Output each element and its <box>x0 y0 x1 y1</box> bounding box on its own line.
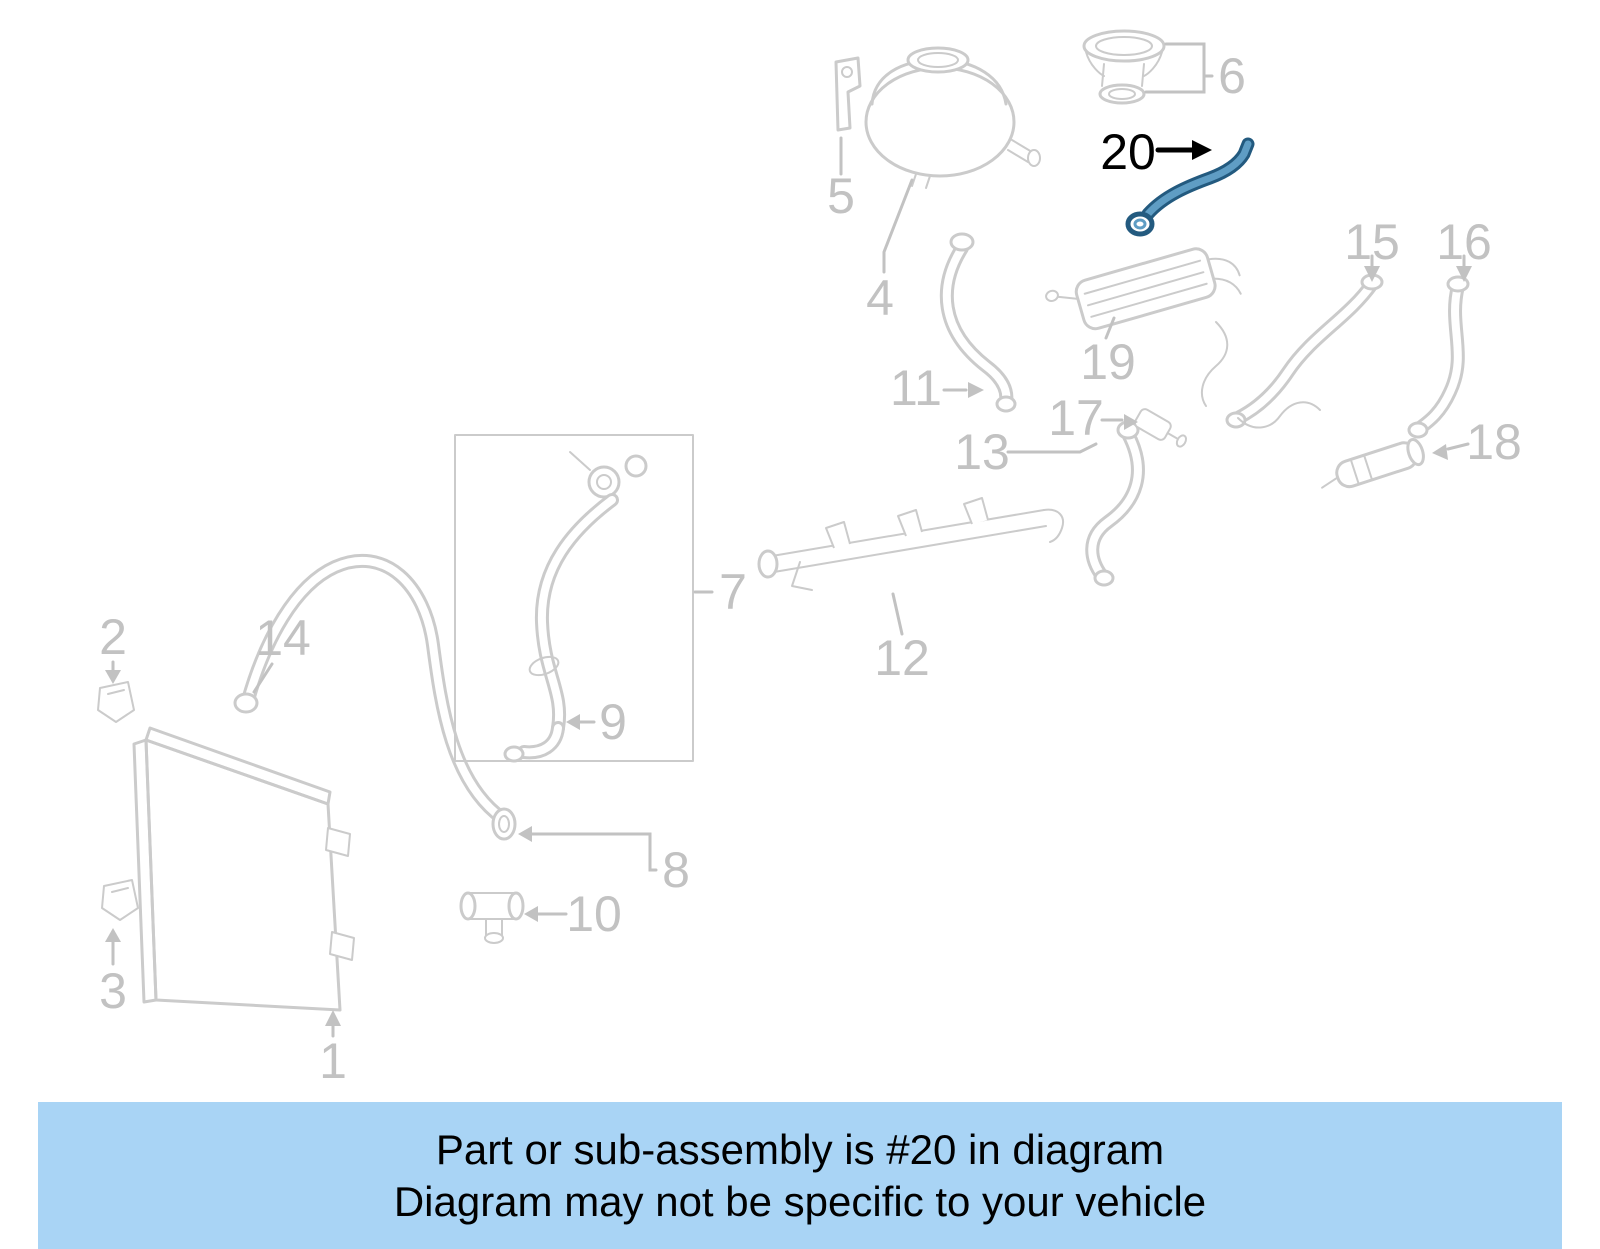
hose-13-drawing <box>1085 420 1145 587</box>
callout-part-3: 3 <box>99 928 127 1019</box>
callout-part-13: 13 <box>954 424 1098 480</box>
part-label-15: 15 <box>1344 214 1400 270</box>
assembly-box-7-drawing <box>454 434 694 763</box>
fitting-18-drawing <box>1321 438 1425 489</box>
callout-part-2: 2 <box>99 609 127 684</box>
arrow-to-part-1-icon <box>325 1010 341 1026</box>
part-label-5: 5 <box>827 168 855 224</box>
highlighted-part-20-drawing <box>1125 137 1255 237</box>
callout-part-20: 20 <box>1100 124 1212 180</box>
callout-part-11: 11 <box>890 360 984 416</box>
part-label-6: 6 <box>1218 48 1246 104</box>
arrow-to-part-18-icon <box>1432 444 1448 460</box>
part-label-18: 18 <box>1466 414 1522 470</box>
callout-part-8: 8 <box>518 826 690 898</box>
part-label-19: 19 <box>1080 334 1136 390</box>
part-label-16: 16 <box>1436 214 1492 270</box>
arrow-to-part-3-icon <box>105 928 121 942</box>
callout-part-12: 12 <box>874 592 930 686</box>
banner-line-2: Diagram may not be specific to your vehi… <box>393 1177 1207 1225</box>
bracket-2-drawing <box>97 681 135 723</box>
cap-6-drawing <box>1082 29 1166 105</box>
radiator-drawing <box>132 726 355 1012</box>
part-label-14: 14 <box>255 610 311 666</box>
arrow-to-part-9-icon <box>566 714 580 730</box>
part-label-7: 7 <box>719 564 747 620</box>
part-label-12: 12 <box>874 630 930 686</box>
hose-15-drawing <box>1200 273 1384 429</box>
sensor-17-drawing <box>1133 408 1188 448</box>
banner-line-1: Part or sub-assembly is #20 in diagram <box>435 1125 1165 1173</box>
bracket-3-drawing <box>101 879 139 921</box>
part-label-2: 2 <box>99 609 127 665</box>
arrow-to-part-2-icon <box>105 670 121 684</box>
pipe-12-drawing <box>757 497 1064 591</box>
part-label-9: 9 <box>599 694 627 750</box>
arrow-to-part-17-icon <box>1124 414 1138 430</box>
callout-part-14: 14 <box>252 610 311 694</box>
arrow-to-part-20-icon <box>1192 140 1212 160</box>
part-label-11: 11 <box>890 360 942 416</box>
callout-part-19: 19 <box>1080 316 1136 390</box>
callout-part-17: 17 <box>1048 390 1138 446</box>
callout-part-1: 1 <box>319 1010 347 1089</box>
arrow-to-part-8-icon <box>518 826 532 842</box>
callout-part-5: 5 <box>827 136 855 224</box>
part-label-3: 3 <box>99 963 127 1019</box>
info-banner: Part or sub-assembly is #20 in diagram D… <box>38 1102 1562 1249</box>
callout-part-6: 6 <box>1144 42 1246 104</box>
part-label-20: 20 <box>1100 124 1156 180</box>
callout-part-16: 16 <box>1436 214 1492 282</box>
part-label-4: 4 <box>866 270 894 326</box>
arrow-to-part-11-icon <box>968 382 984 398</box>
callout-part-18: 18 <box>1432 414 1522 470</box>
callout-part-9: 9 <box>566 694 627 750</box>
part-label-1: 1 <box>319 1033 347 1089</box>
expansion-tank-drawing <box>864 46 1041 189</box>
arrow-to-part-16-icon <box>1456 266 1472 282</box>
arrow-to-part-15-icon <box>1364 266 1380 282</box>
callout-part-10: 10 <box>524 886 622 942</box>
callout-part-7: 7 <box>693 564 747 620</box>
t-fitting-10-drawing <box>459 891 525 944</box>
cooler-19-drawing <box>1045 247 1242 331</box>
hose-11-drawing <box>939 232 1017 413</box>
part-label-17: 17 <box>1048 390 1104 446</box>
hose-14-drawing <box>233 553 517 841</box>
callout-part-4: 4 <box>866 178 914 326</box>
bracket-5-drawing <box>834 56 862 132</box>
part-label-8: 8 <box>662 842 690 898</box>
hose-16-drawing <box>1407 275 1470 439</box>
callout-part-15: 15 <box>1344 214 1400 282</box>
part-label-10: 10 <box>566 886 622 942</box>
arrow-to-part-10-icon <box>524 906 538 922</box>
part-label-13: 13 <box>954 424 1010 480</box>
